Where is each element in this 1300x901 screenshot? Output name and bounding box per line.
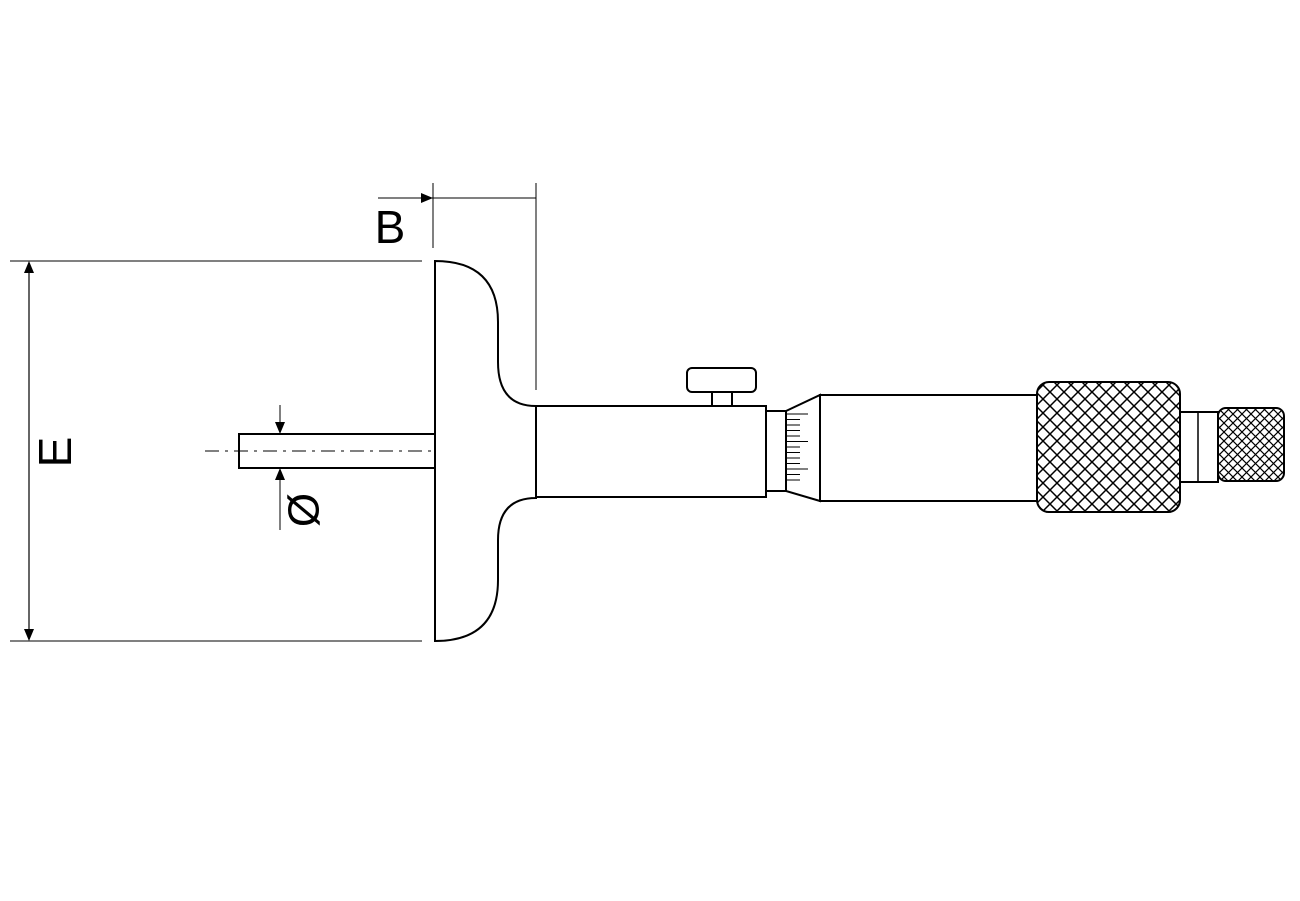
dimension-b	[378, 183, 537, 390]
e-arrow-bottom	[24, 629, 34, 641]
lock-knob	[686, 367, 757, 407]
ratchet-neck	[1179, 411, 1219, 483]
thimble-collar	[765, 410, 787, 492]
dimension-e-label: E	[29, 437, 81, 468]
b-arrow	[421, 193, 433, 203]
thimble-cone	[785, 393, 821, 503]
sleeve-body	[535, 405, 767, 498]
diameter-arrow-bottom	[275, 468, 285, 480]
ratchet-knob	[1217, 407, 1285, 482]
lock-knob-stem	[711, 390, 733, 407]
knurled-grip	[1036, 381, 1181, 513]
dimension-b-label: B	[375, 201, 406, 253]
thimble-graduations	[786, 413, 808, 481]
micrometer-base	[434, 259, 537, 643]
e-arrow-top	[24, 261, 34, 273]
diameter-arrow-top	[275, 422, 285, 434]
lock-knob-head	[686, 367, 757, 393]
thimble-barrel	[819, 394, 1038, 502]
dimension-diameter-label: Ø	[280, 493, 329, 527]
dimension-diameter	[275, 405, 285, 530]
dimension-e	[10, 260, 422, 642]
